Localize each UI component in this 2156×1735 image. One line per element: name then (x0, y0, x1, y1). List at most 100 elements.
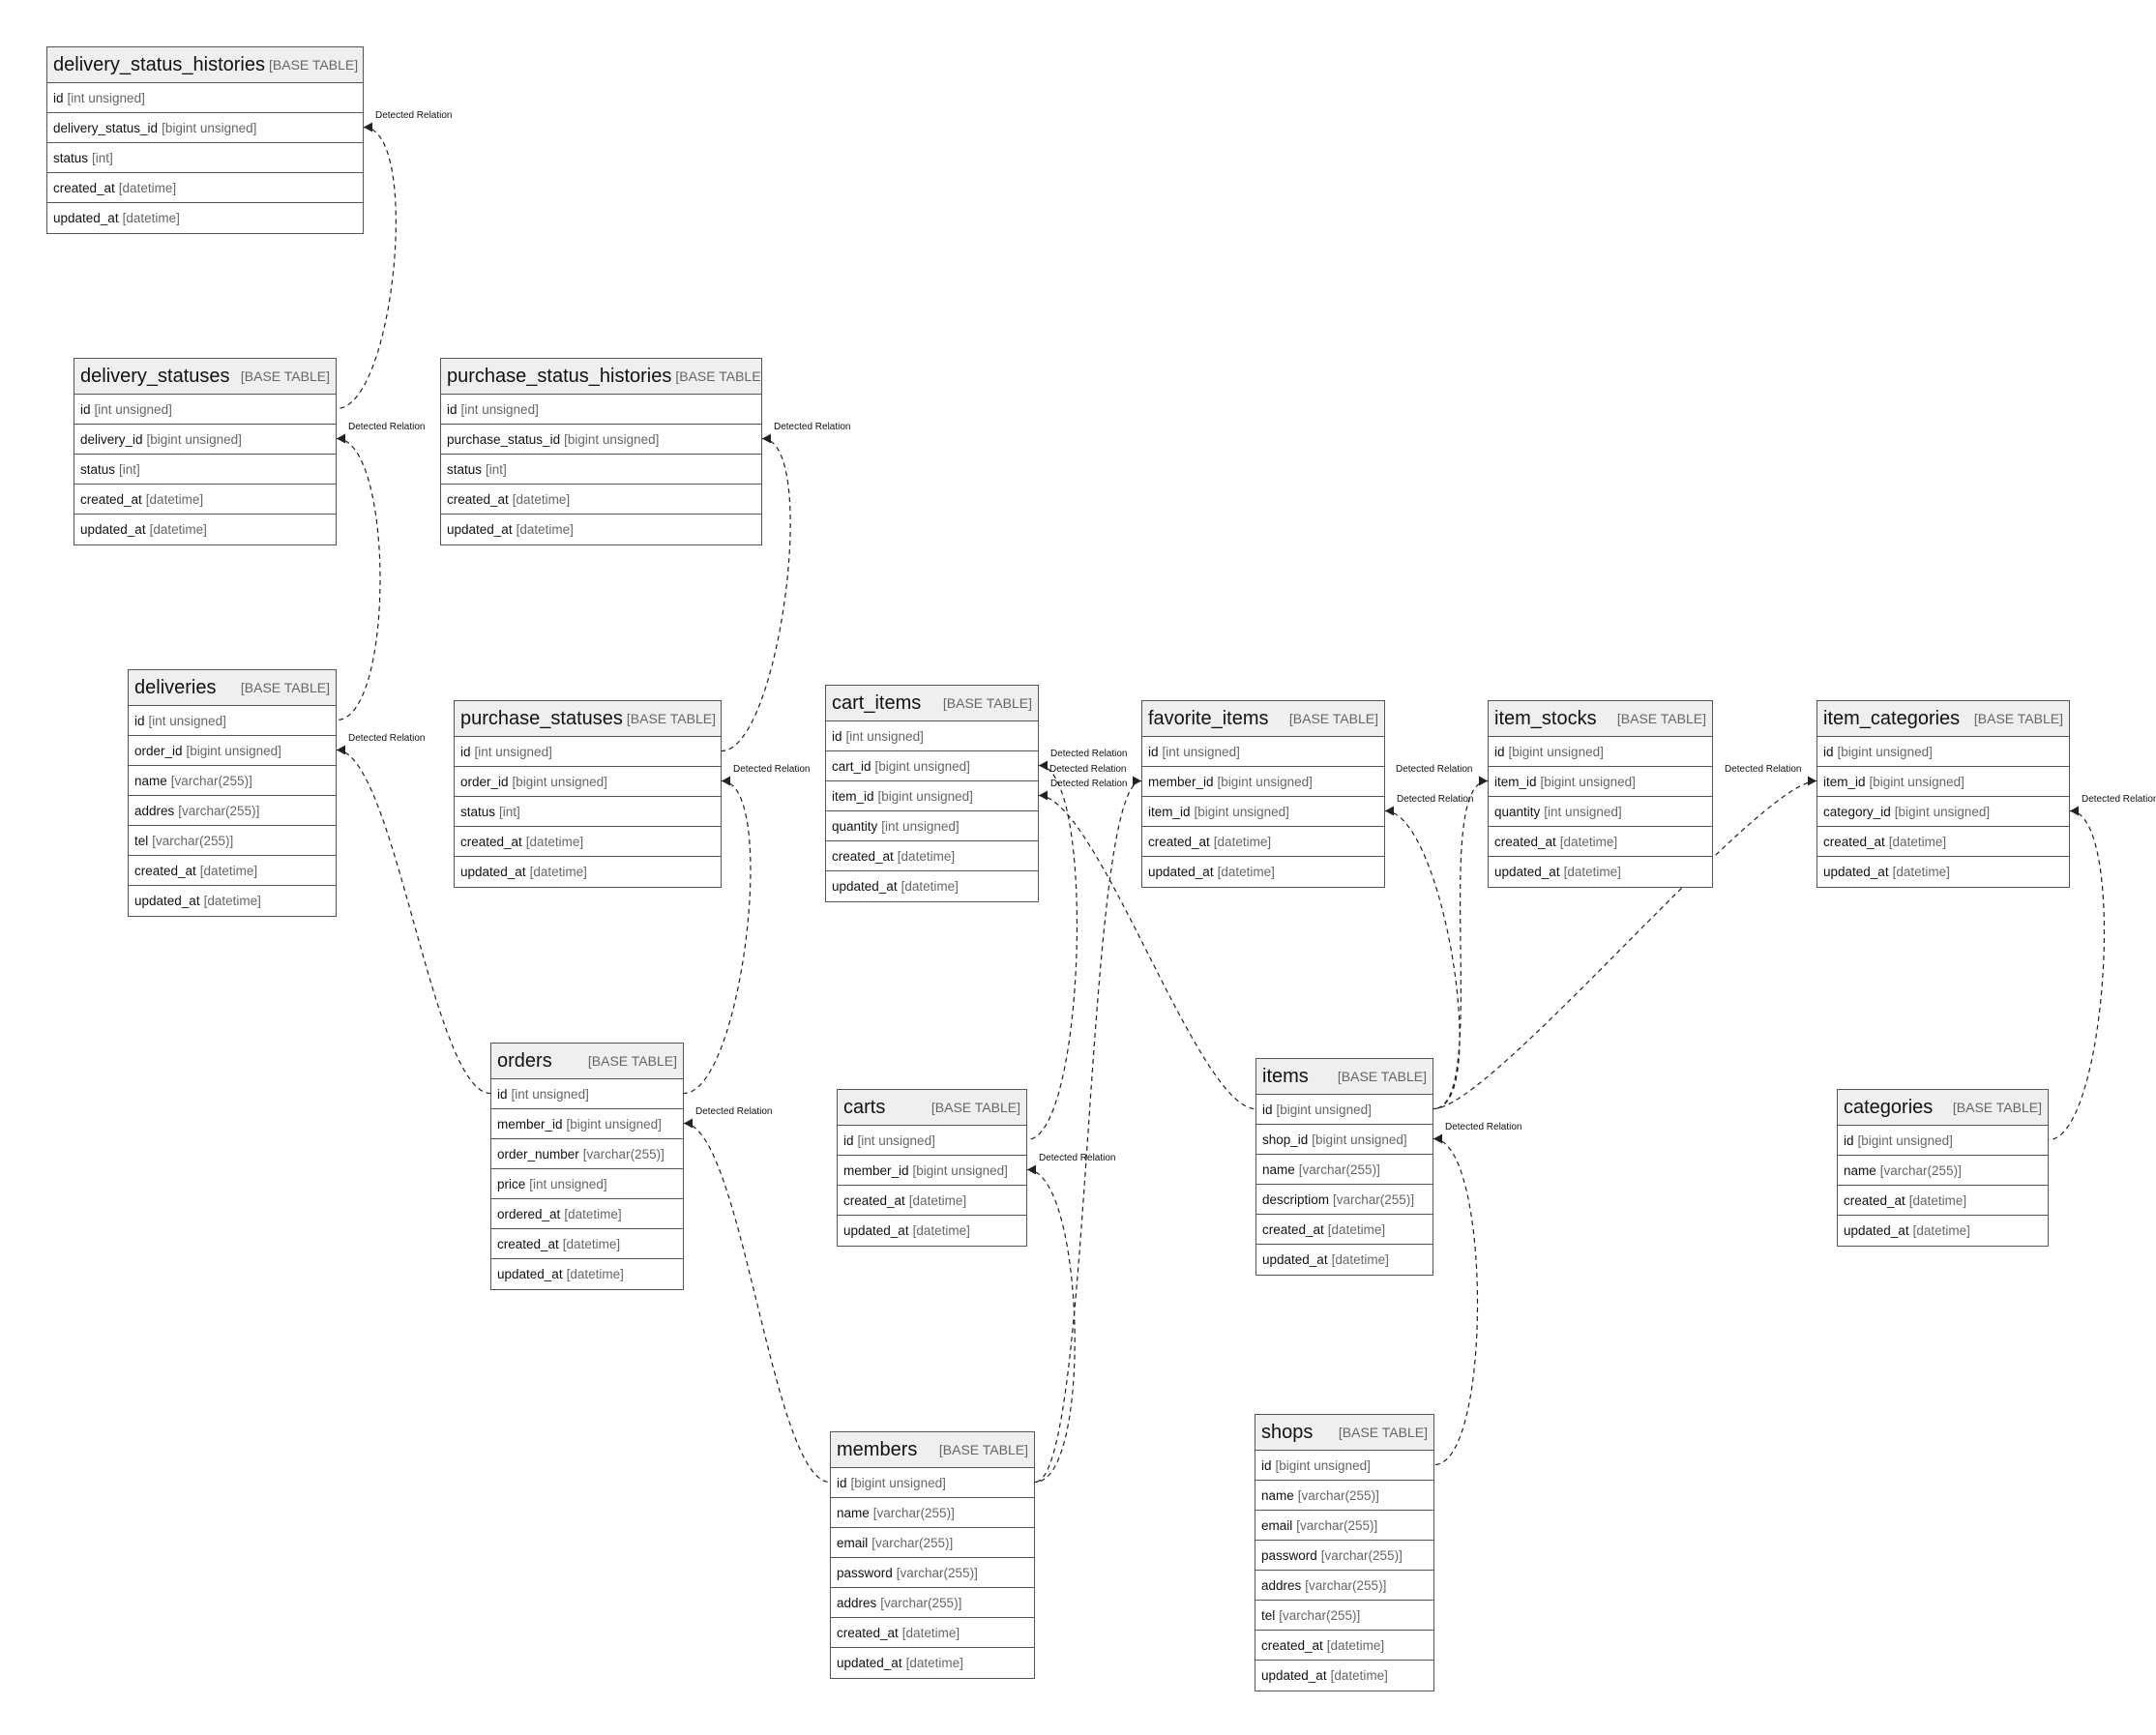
table-purchase-statuses[interactable]: purchase_statuses[BASE TABLE]id[int unsi… (454, 700, 722, 888)
column-row[interactable]: created_at[datetime] (1489, 827, 1712, 857)
table-header[interactable]: shops[BASE TABLE] (1255, 1415, 1433, 1451)
table-shops[interactable]: shops[BASE TABLE]id[bigint unsigned]name… (1255, 1414, 1434, 1691)
column-row[interactable]: updated_at[datetime] (129, 886, 336, 916)
column-row[interactable]: status[int] (455, 797, 721, 827)
column-row[interactable]: order_id[bigint unsigned] (455, 767, 721, 797)
column-row[interactable]: updated_at[datetime] (491, 1259, 683, 1289)
table-header[interactable]: favorite_items[BASE TABLE] (1142, 701, 1384, 737)
column-row[interactable]: updated_at[datetime] (47, 203, 363, 233)
column-row[interactable]: email[varchar(255)] (1255, 1511, 1433, 1541)
column-row[interactable]: id[bigint unsigned] (1255, 1451, 1433, 1481)
column-row[interactable]: updated_at[datetime] (1255, 1661, 1433, 1691)
column-row[interactable]: quantity[int unsigned] (826, 811, 1038, 841)
column-row[interactable]: updated_at[datetime] (1817, 857, 2069, 887)
column-row[interactable]: id[bigint unsigned] (1256, 1095, 1432, 1125)
column-row[interactable]: id[bigint unsigned] (831, 1468, 1034, 1498)
column-row[interactable]: created_at[datetime] (129, 856, 336, 886)
table-header[interactable]: cart_items[BASE TABLE] (826, 686, 1038, 721)
column-row[interactable]: item_id[bigint unsigned] (1817, 767, 2069, 797)
column-row[interactable]: created_at[datetime] (838, 1186, 1026, 1216)
column-row[interactable]: created_at[datetime] (47, 173, 363, 203)
column-row[interactable]: created_at[datetime] (455, 827, 721, 857)
column-row[interactable]: status[int] (441, 455, 761, 485)
column-row[interactable]: updated_at[datetime] (826, 871, 1038, 901)
column-row[interactable]: created_at[datetime] (831, 1618, 1034, 1648)
relation-edge[interactable] (1432, 779, 1817, 1110)
column-row[interactable]: shop_id[bigint unsigned] (1256, 1125, 1432, 1155)
table-header[interactable]: purchase_status_histories[BASE TABLE] (441, 359, 761, 395)
column-row[interactable]: name[varchar(255)] (831, 1498, 1034, 1528)
column-row[interactable]: quantity[int unsigned] (1489, 797, 1712, 827)
table-header[interactable]: item_stocks[BASE TABLE] (1489, 701, 1712, 737)
column-row[interactable]: member_id[bigint unsigned] (1142, 767, 1384, 797)
column-row[interactable]: ordered_at[datetime] (491, 1199, 683, 1229)
relation-edge[interactable] (336, 437, 381, 721)
column-row[interactable]: descriptiom[varchar(255)] (1256, 1185, 1432, 1215)
column-row[interactable]: member_id[bigint unsigned] (491, 1109, 683, 1139)
column-row[interactable]: name[varchar(255)] (1255, 1481, 1433, 1511)
table-header[interactable]: orders[BASE TABLE] (491, 1044, 683, 1079)
column-row[interactable]: cart_id[bigint unsigned] (826, 751, 1038, 781)
column-row[interactable]: updated_at[datetime] (831, 1648, 1034, 1678)
table-header[interactable]: members[BASE TABLE] (831, 1432, 1034, 1468)
column-row[interactable]: id[bigint unsigned] (1489, 737, 1712, 767)
column-row[interactable]: name[varchar(255)] (129, 766, 336, 796)
table-header[interactable]: delivery_status_histories[BASE TABLE] (47, 47, 363, 83)
column-row[interactable]: updated_at[datetime] (74, 515, 336, 544)
table-favorite-items[interactable]: favorite_items[BASE TABLE]id[int unsigne… (1141, 700, 1385, 888)
column-row[interactable]: updated_at[datetime] (1489, 857, 1712, 887)
column-row[interactable]: updated_at[datetime] (1142, 857, 1384, 887)
column-row[interactable]: addres[varchar(255)] (1255, 1571, 1433, 1601)
relation-edge[interactable] (1432, 1137, 1479, 1466)
column-row[interactable]: updated_at[datetime] (441, 515, 761, 544)
column-row[interactable]: name[varchar(255)] (1838, 1156, 2048, 1186)
column-row[interactable]: id[int unsigned] (838, 1126, 1026, 1156)
column-row[interactable]: member_id[bigint unsigned] (838, 1156, 1026, 1186)
table-members[interactable]: members[BASE TABLE]id[bigint unsigned]na… (830, 1431, 1035, 1679)
table-header[interactable]: item_categories[BASE TABLE] (1817, 701, 2069, 737)
column-row[interactable]: addres[varchar(255)] (831, 1588, 1034, 1618)
table-delivery-status-histories[interactable]: delivery_status_histories[BASE TABLE]id[… (46, 46, 364, 234)
table-header[interactable]: delivery_statuses[BASE TABLE] (74, 359, 336, 395)
table-item-categories[interactable]: item_categories[BASE TABLE]id[bigint uns… (1816, 700, 2070, 888)
table-header[interactable]: purchase_statuses[BASE TABLE] (455, 701, 721, 737)
column-row[interactable]: password[varchar(255)] (831, 1558, 1034, 1588)
column-row[interactable]: created_at[datetime] (1142, 827, 1384, 857)
column-row[interactable]: item_id[bigint unsigned] (1142, 797, 1384, 827)
table-item-stocks[interactable]: item_stocks[BASE TABLE]id[bigint unsigne… (1488, 700, 1713, 888)
relation-edge[interactable] (1432, 779, 1489, 1110)
column-row[interactable]: created_at[datetime] (1817, 827, 2069, 857)
column-row[interactable]: id[bigint unsigned] (1838, 1126, 2048, 1156)
table-delivery-statuses[interactable]: delivery_statuses[BASE TABLE]id[int unsi… (74, 358, 337, 545)
relation-edge[interactable] (683, 779, 752, 1095)
column-row[interactable]: created_at[datetime] (441, 485, 761, 515)
relation-edge[interactable] (336, 749, 491, 1095)
column-row[interactable]: status[int] (47, 143, 363, 173)
column-row[interactable]: order_id[bigint unsigned] (129, 736, 336, 766)
table-header[interactable]: carts[BASE TABLE] (838, 1090, 1026, 1126)
table-items[interactable]: items[BASE TABLE]id[bigint unsigned]shop… (1255, 1058, 1433, 1276)
relation-edge[interactable] (721, 437, 791, 752)
column-row[interactable]: email[varchar(255)] (831, 1528, 1034, 1558)
column-row[interactable]: updated_at[datetime] (1838, 1216, 2048, 1246)
table-carts[interactable]: carts[BASE TABLE]id[int unsigned]member_… (837, 1089, 1027, 1247)
column-row[interactable]: id[int unsigned] (826, 721, 1038, 751)
relation-edge[interactable] (1384, 809, 1461, 1110)
column-row[interactable]: tel[varchar(255)] (1255, 1601, 1433, 1631)
column-row[interactable]: id[int unsigned] (441, 395, 761, 425)
column-row[interactable]: updated_at[datetime] (838, 1216, 1026, 1246)
column-row[interactable]: item_id[bigint unsigned] (826, 781, 1038, 811)
column-row[interactable]: addres[varchar(255)] (129, 796, 336, 826)
column-row[interactable]: updated_at[datetime] (455, 857, 721, 887)
table-header[interactable]: categories[BASE TABLE] (1838, 1090, 2048, 1126)
relation-edge[interactable] (1026, 764, 1078, 1141)
column-row[interactable]: id[int unsigned] (455, 737, 721, 767)
column-row[interactable]: created_at[datetime] (826, 841, 1038, 871)
column-row[interactable]: delivery_status_id[bigint unsigned] (47, 113, 363, 143)
column-row[interactable]: name[varchar(255)] (1256, 1155, 1432, 1185)
relation-edge[interactable] (1034, 779, 1142, 1484)
column-row[interactable]: delivery_id[bigint unsigned] (74, 425, 336, 455)
table-categories[interactable]: categories[BASE TABLE]id[bigint unsigned… (1837, 1089, 2049, 1247)
column-row[interactable]: price[int unsigned] (491, 1169, 683, 1199)
column-row[interactable]: item_id[bigint unsigned] (1489, 767, 1712, 797)
